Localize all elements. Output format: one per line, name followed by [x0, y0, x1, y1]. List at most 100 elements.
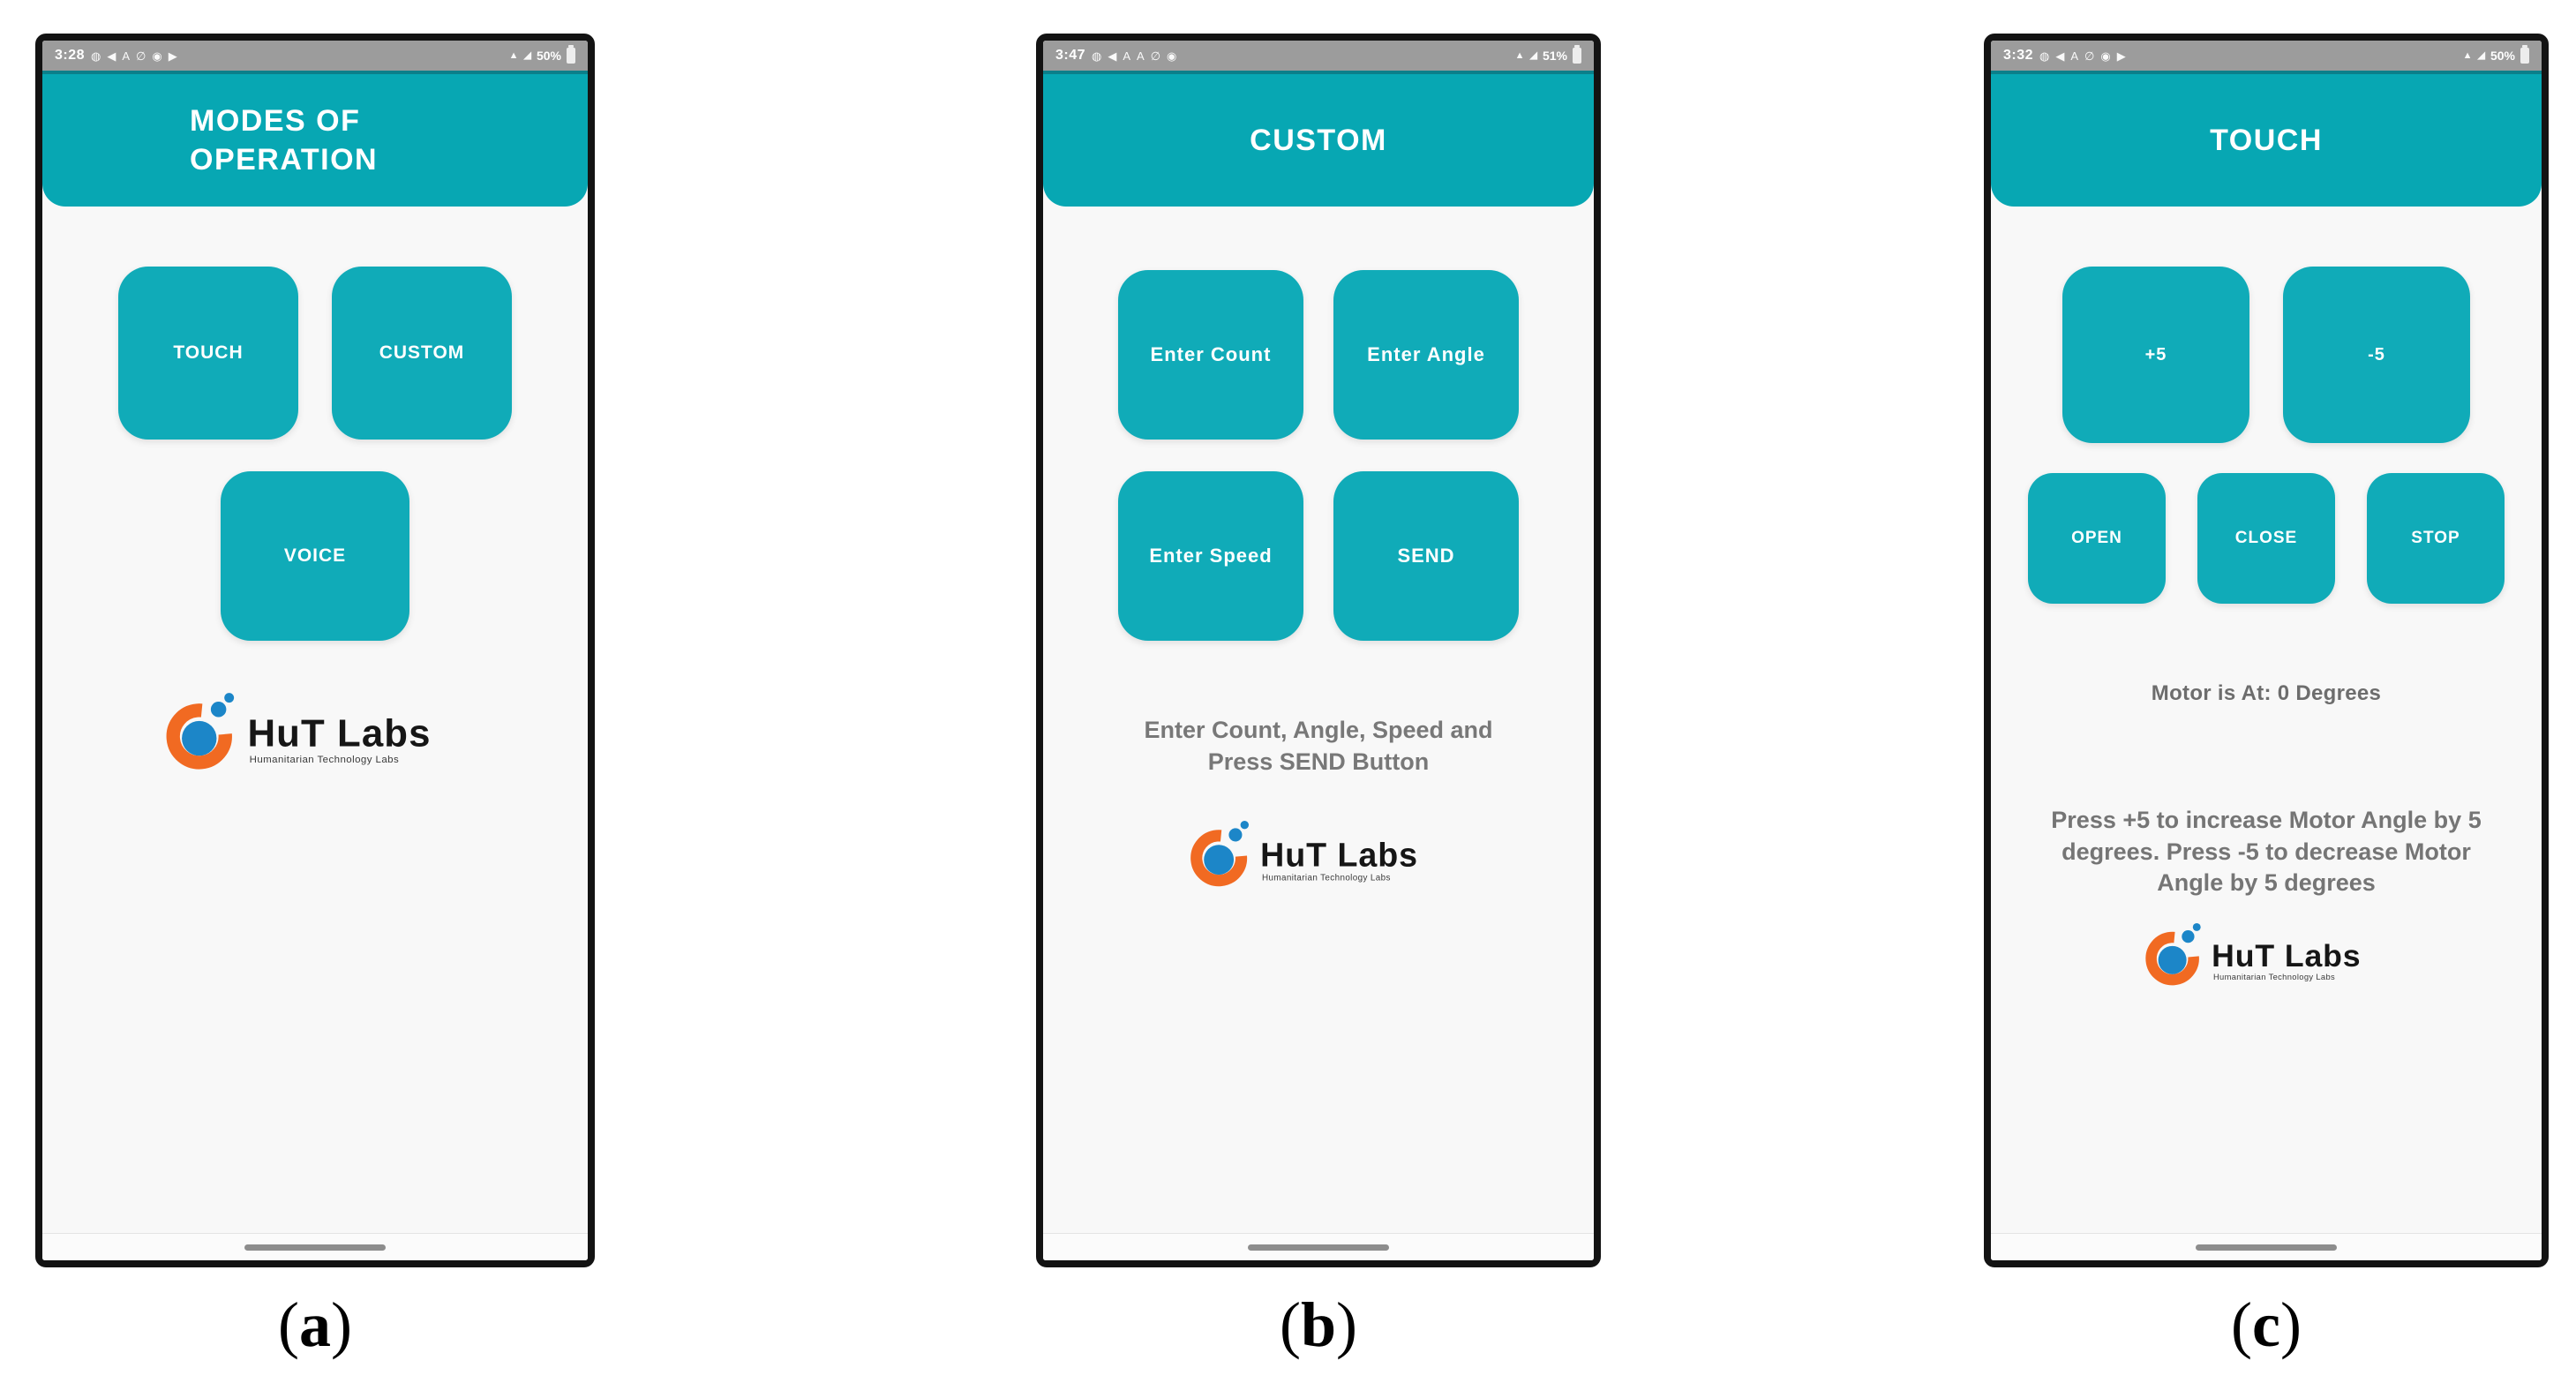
caption-paren: ( [1279, 1289, 1301, 1360]
hutlabs-logo: HuT Labs Humanitarian Technology Labs [1190, 821, 1418, 887]
phone-frame-b: 3:47 ◍ ◀ A A ∅ ◉ ▲ ◢ 51% CUSTOM Enter Co… [1036, 34, 1601, 1267]
letter-a-icon: A [122, 49, 131, 63]
letter-a-icon: A [2070, 49, 2079, 63]
logo-subtitle: Humanitarian Technology Labs [2212, 973, 2334, 981]
status-bar-right: ▲ ◢ 50% [509, 45, 575, 64]
minus-5-button[interactable]: -5 [2283, 267, 2470, 443]
voice-button[interactable]: VOICE [221, 471, 409, 641]
status-bar-left: 3:32 ◍ ◀ A ∅ ◉ ▶ [2003, 48, 2126, 64]
navigation-icon: ◀ [2055, 49, 2065, 63]
phone-screen-c: 3:32 ◍ ◀ A ∅ ◉ ▶ ▲ ◢ 50% TOUCH +5 -5 [1991, 41, 2542, 1260]
page-title: TOUCH [2210, 123, 2323, 157]
caption-paren: ( [278, 1289, 299, 1360]
clock-text: 3:32 [2003, 48, 2034, 63]
battery-icon [2520, 45, 2529, 64]
hutlabs-logo: HuT Labs Humanitarian Technology Labs [166, 693, 430, 770]
app-header: MODES OF OPERATION [42, 71, 588, 207]
caption-paren: ) [1336, 1289, 1357, 1360]
gesture-nav-bar [1991, 1233, 2542, 1260]
screen-content: TOUCH CUSTOM VOICE HuT Labs Humanitarian… [42, 207, 588, 1260]
whatsapp-icon: ◍ [1092, 49, 1102, 63]
battery-percent: 50% [2490, 49, 2515, 63]
logo-dot-small-icon [2192, 922, 2201, 931]
signal-icon: ◢ [2477, 49, 2485, 61]
home-indicator[interactable] [2196, 1244, 2337, 1251]
send-button[interactable]: SEND [1333, 471, 1519, 641]
gesture-nav-bar [42, 1233, 588, 1260]
button-row: OPEN CLOSE STOP [2028, 473, 2505, 604]
wifi-icon: ▲ [1514, 49, 1525, 61]
caption-paren: ) [2279, 1289, 2302, 1360]
signal-icon: ◢ [1529, 49, 1537, 61]
status-bar-right: ▲ ◢ 50% [2463, 45, 2529, 64]
instruction-text: Enter Count, Angle, Speed and Press SEND… [1144, 717, 1493, 775]
battery-icon [567, 45, 575, 64]
status-bar-left: 3:47 ◍ ◀ A A ∅ ◉ [1055, 48, 1176, 64]
logo-dot-icon [2181, 929, 2195, 943]
phone-screen-a: 3:28 ◍ ◀ A ∅ ◉ ▶ ▲ ◢ 50% MODES OF OPERAT… [42, 41, 588, 1260]
enter-speed-button[interactable]: Enter Speed [1118, 471, 1303, 641]
status-bar-left: 3:28 ◍ ◀ A ∅ ◉ ▶ [55, 48, 177, 64]
whatsapp-icon: ◍ [2039, 49, 2050, 63]
stop-button[interactable]: STOP [2367, 473, 2505, 604]
play-icon: ▶ [2116, 49, 2126, 63]
custom-button[interactable]: CUSTOM [332, 267, 512, 440]
logo-title: HuT Labs [2212, 938, 2361, 973]
page-title: CUSTOM [1250, 123, 1387, 157]
logo-dot-small-icon [224, 693, 235, 703]
logo-dot-icon [1228, 828, 1243, 842]
touch-button[interactable]: TOUCH [118, 267, 298, 440]
clock-text: 3:47 [1055, 48, 1086, 63]
location-icon: ◉ [152, 49, 162, 63]
logo-subtitle: Humanitarian Technology Labs [250, 755, 400, 765]
navigation-icon: ◀ [1108, 49, 1117, 63]
button-row: TOUCH CUSTOM [118, 267, 512, 440]
logo-ring-icon [166, 703, 232, 770]
do-not-disturb-icon: ∅ [2084, 49, 2095, 63]
status-bar: 3:32 ◍ ◀ A ∅ ◉ ▶ ▲ ◢ 50% [1991, 41, 2542, 71]
button-row: +5 -5 [2062, 267, 2470, 443]
app-header: CUSTOM [1043, 71, 1594, 207]
caption-letter: a [299, 1289, 331, 1360]
logo-title: HuT Labs [1260, 837, 1418, 874]
figure-caption-b: (b) [1036, 1289, 1601, 1362]
screen-content: +5 -5 OPEN CLOSE STOP Motor is At: 0 Deg… [1991, 207, 2542, 1260]
caption-letter: c [2252, 1289, 2280, 1360]
whatsapp-icon: ◍ [91, 49, 101, 63]
status-bar-right: ▲ ◢ 51% [1514, 45, 1581, 64]
phone-screen-b: 3:47 ◍ ◀ A A ∅ ◉ ▲ ◢ 51% CUSTOM Enter Co… [1043, 41, 1594, 1260]
battery-percent: 50% [536, 49, 561, 63]
open-button[interactable]: OPEN [2028, 473, 2166, 604]
caption-paren: ( [2231, 1289, 2253, 1360]
do-not-disturb-icon: ∅ [1150, 49, 1161, 63]
caption-letter: b [1300, 1289, 1337, 1360]
home-indicator[interactable] [1248, 1244, 1389, 1251]
enter-angle-button[interactable]: Enter Angle [1333, 270, 1519, 440]
battery-percent: 51% [1542, 49, 1567, 63]
play-icon: ▶ [168, 49, 177, 63]
screen-content: Enter Count Enter Angle Enter Speed SEND… [1043, 207, 1594, 1260]
clock-text: 3:28 [55, 48, 86, 63]
logo-core-icon [2158, 945, 2187, 974]
motor-angle-status: Motor is At: 0 Degrees [2151, 681, 2382, 705]
enter-count-button[interactable]: Enter Count [1118, 270, 1303, 440]
plus-5-button[interactable]: +5 [2062, 267, 2249, 443]
logo-subtitle: Humanitarian Technology Labs [1262, 874, 1391, 883]
status-bar: 3:47 ◍ ◀ A A ∅ ◉ ▲ ◢ 51% [1043, 41, 1594, 71]
caption-paren: ) [331, 1289, 352, 1360]
logo-core-icon [1204, 845, 1235, 876]
letter-a-icon: A [1137, 49, 1145, 63]
instruction-text: Press +5 to increase Motor Angle by 5 de… [2051, 807, 2482, 897]
gesture-nav-bar [1043, 1233, 1594, 1260]
figure-caption-a: (a) [35, 1289, 595, 1362]
navigation-icon: ◀ [107, 49, 116, 63]
signal-icon: ◢ [523, 49, 531, 61]
home-indicator[interactable] [244, 1244, 386, 1251]
do-not-disturb-icon: ∅ [136, 49, 146, 63]
phone-frame-a: 3:28 ◍ ◀ A ∅ ◉ ▶ ▲ ◢ 50% MODES OF OPERAT… [35, 34, 595, 1267]
phone-frame-c: 3:32 ◍ ◀ A ∅ ◉ ▶ ▲ ◢ 50% TOUCH +5 -5 [1984, 34, 2549, 1267]
letter-a-icon: A [1123, 49, 1131, 63]
page-title: MODES OF OPERATION [190, 103, 379, 177]
status-bar: 3:28 ◍ ◀ A ∅ ◉ ▶ ▲ ◢ 50% [42, 41, 588, 71]
close-button[interactable]: CLOSE [2197, 473, 2335, 604]
